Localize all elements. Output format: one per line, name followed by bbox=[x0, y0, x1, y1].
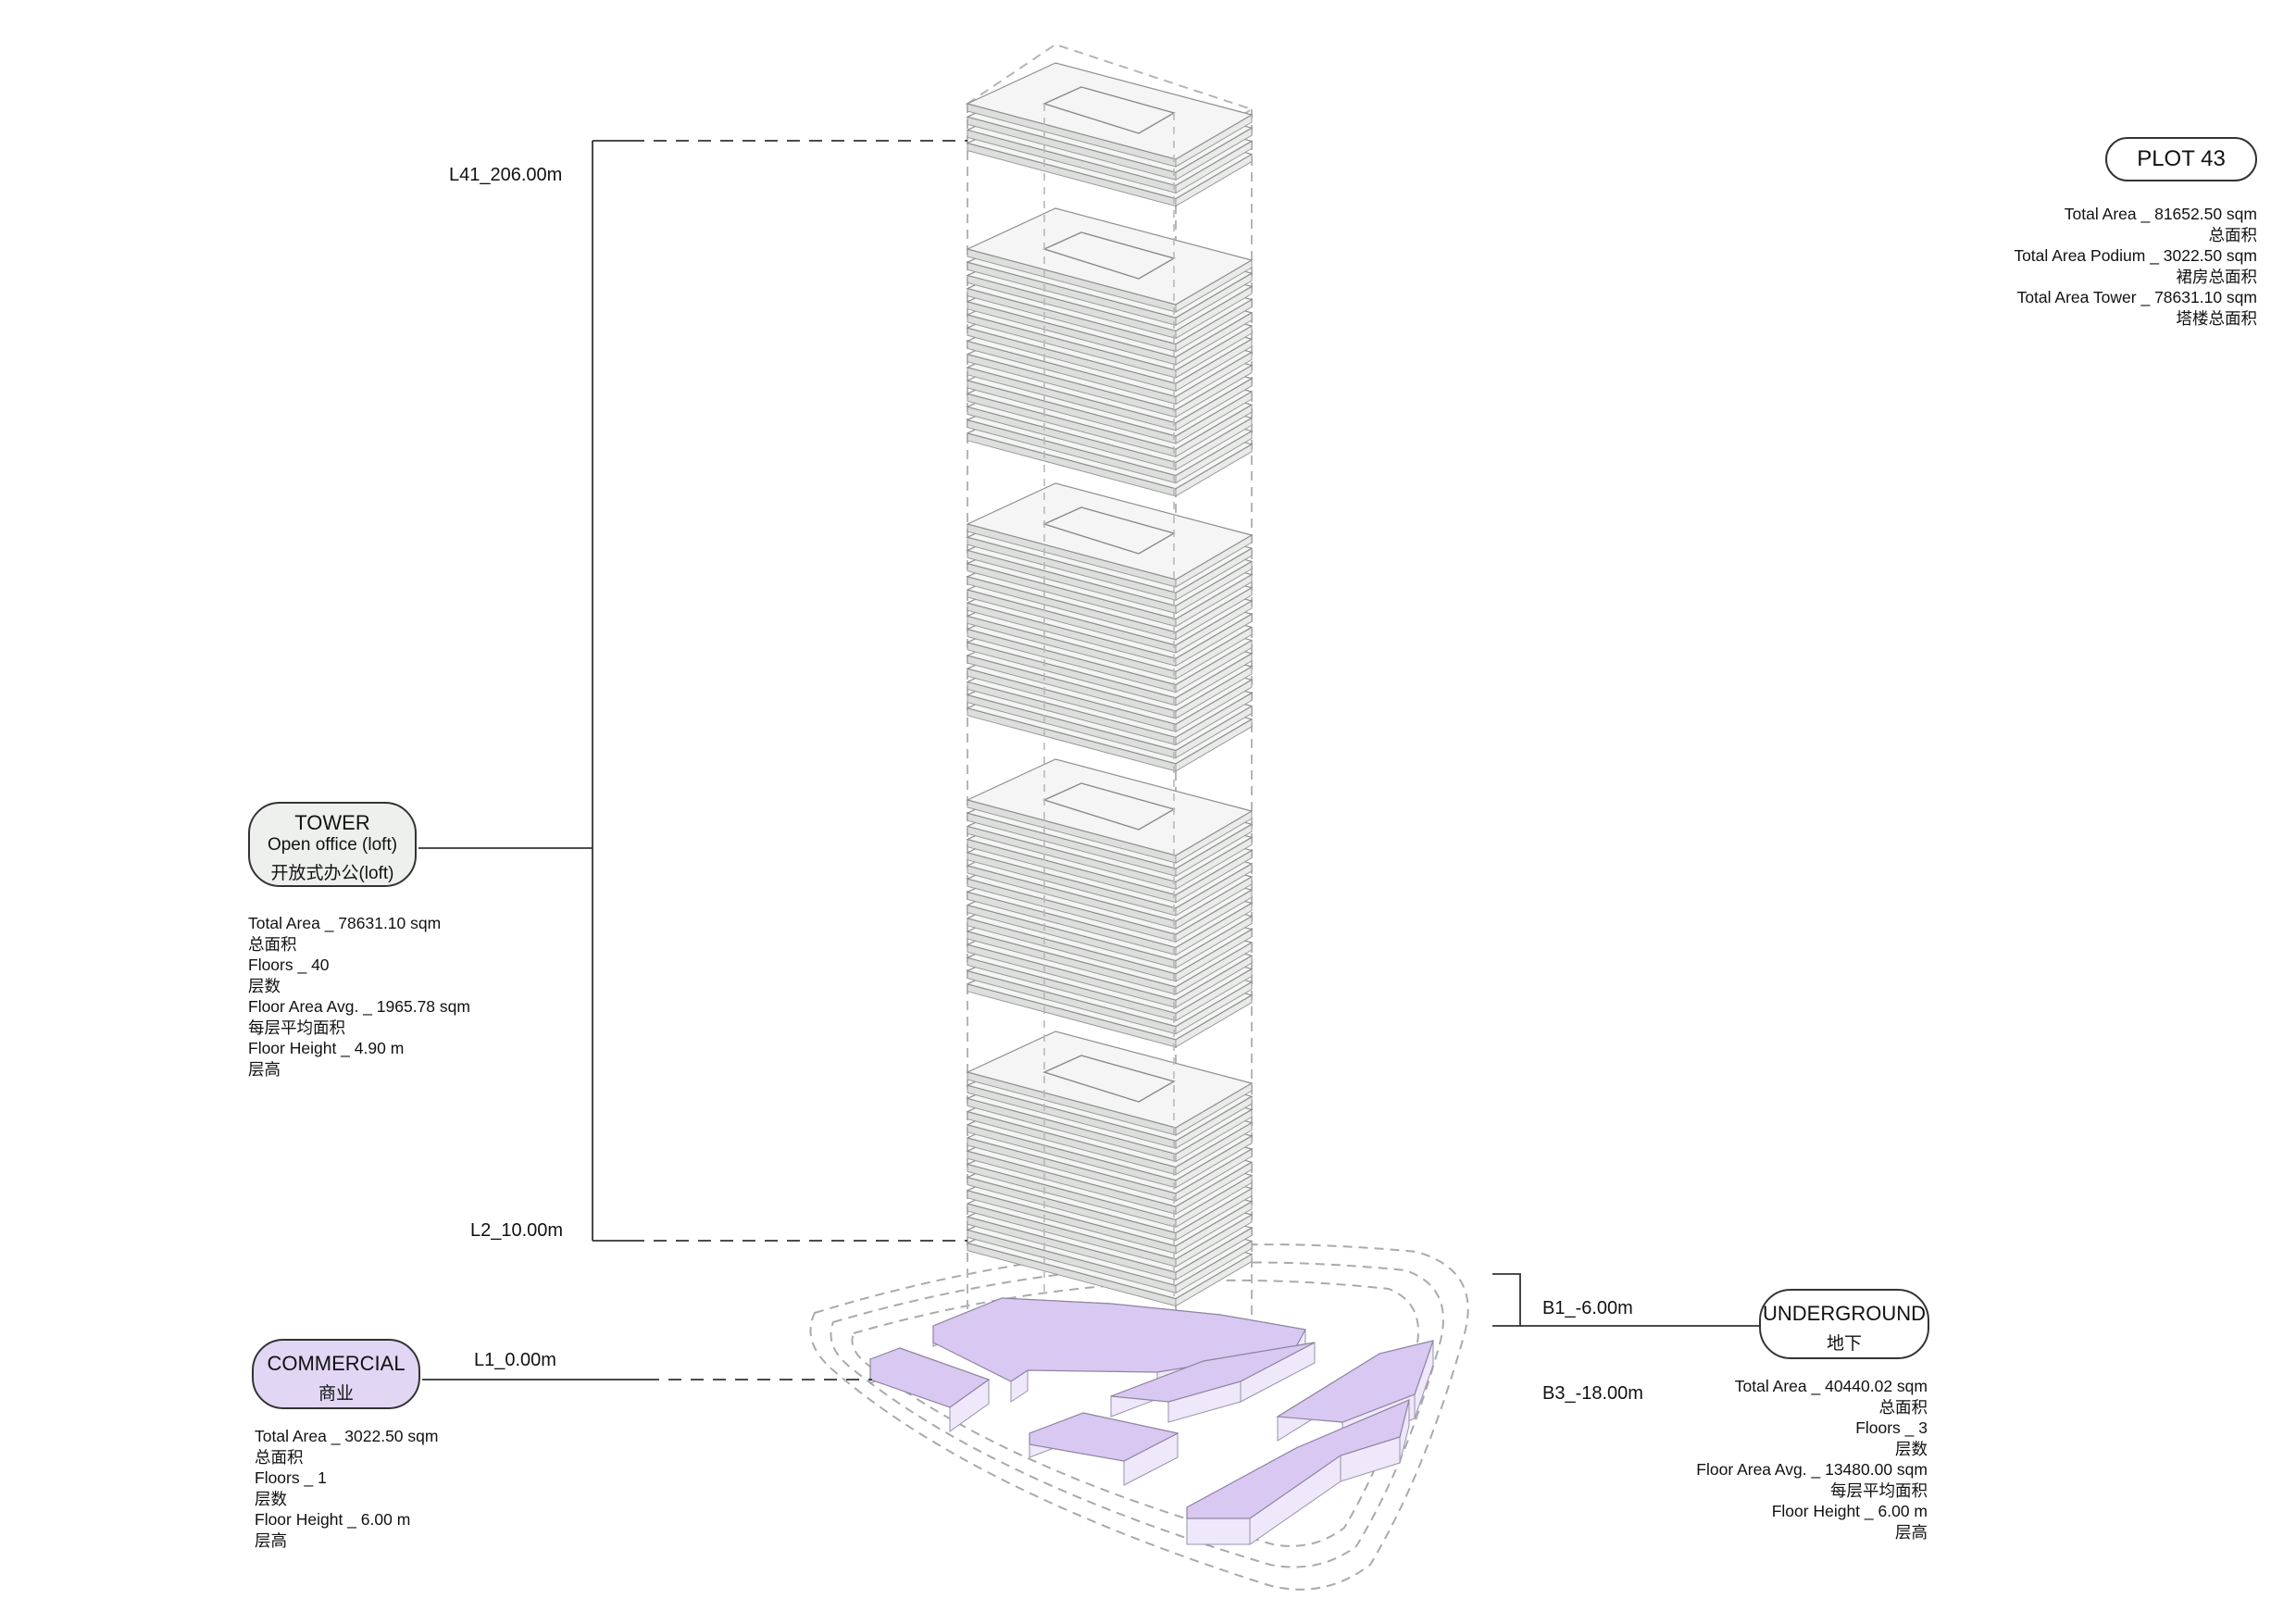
floor-group bbox=[966, 482, 1254, 772]
podium-roof bbox=[869, 1347, 991, 1408]
level-b3: B3_-18.00m bbox=[1542, 1383, 1643, 1404]
podium-block-center bbox=[1110, 1342, 1316, 1423]
underground-subtitle-zh: 地下 bbox=[1826, 1334, 1862, 1354]
plot-total-area: Total Area _ 81652.50 sqm bbox=[2064, 205, 2257, 223]
plot-tower-area: Total Area Tower _ 78631.10 sqm bbox=[2016, 288, 2257, 306]
underground-floor-area-avg: Floor Area Avg. _ 13480.00 sqm bbox=[1696, 1460, 1928, 1479]
tower-badge: TOWER Open office (loft) 开放式办公(loft) bbox=[248, 802, 417, 887]
floor-slab bbox=[966, 62, 1254, 160]
tower-floor-height: Floor Height _ 4.90 m bbox=[248, 1039, 405, 1057]
podium-roof bbox=[1186, 1398, 1410, 1519]
commercial-floor-height: Floor Height _ 6.00 m bbox=[255, 1510, 411, 1529]
tower-total-area-zh: 总面积 bbox=[248, 934, 297, 954]
plot-total-area-zh: 总面积 bbox=[2208, 225, 2258, 244]
plot-podium-area-zh: 裙房总面积 bbox=[2176, 267, 2258, 286]
floor-slab bbox=[966, 207, 1254, 306]
tower-stats: Total Area _ 78631.10 sqm 总面积 Floors _ 4… bbox=[248, 913, 470, 1080]
plot-podium-area: Total Area Podium _ 3022.50 sqm bbox=[2014, 246, 2257, 265]
underground-floor-height: Floor Height _ 6.00 m bbox=[1771, 1502, 1928, 1520]
floor-group bbox=[966, 62, 1254, 207]
floor-group bbox=[966, 758, 1254, 1048]
podium-roof bbox=[1029, 1412, 1179, 1462]
floor-slab bbox=[966, 758, 1254, 856]
leader-lines bbox=[418, 140, 1759, 1380]
commercial-floors: Floors _ 1 bbox=[255, 1468, 327, 1487]
commercial-floor-height-zh: 层高 bbox=[255, 1530, 287, 1550]
underground-title: UNDERGROUND bbox=[1763, 1302, 1926, 1325]
tower-total-area: Total Area _ 78631.10 sqm bbox=[248, 914, 442, 932]
podium-side bbox=[1186, 1518, 1251, 1545]
plot-stats: Total Area _ 81652.50 sqm 总面积 Total Area… bbox=[2014, 204, 2257, 329]
podium-block-south bbox=[1029, 1412, 1179, 1486]
underground-floor-height-zh: 层高 bbox=[1895, 1522, 1928, 1542]
underground-floor-area-avg-zh: 每层平均面积 bbox=[1830, 1480, 1928, 1500]
tower-floor-height-zh: 层高 bbox=[248, 1059, 281, 1079]
level-l1: L1_0.00m bbox=[474, 1350, 556, 1370]
commercial-total-area-zh: 总面积 bbox=[255, 1447, 304, 1467]
core-lines bbox=[1043, 104, 1175, 1296]
underground-total-area-zh: 总面积 bbox=[1878, 1397, 1928, 1417]
core-outline bbox=[1042, 1055, 1176, 1103]
commercial-total-area: Total Area _ 3022.50 sqm bbox=[255, 1427, 439, 1445]
tower-massing bbox=[965, 43, 1254, 1324]
tower-subtitle-zh: 开放式办公(loft) bbox=[270, 864, 394, 883]
tower-subtitle: Open office (loft) bbox=[267, 835, 398, 855]
floor-group bbox=[966, 207, 1254, 497]
commercial-subtitle-zh: 商业 bbox=[318, 1384, 354, 1404]
podium-roof bbox=[1276, 1340, 1434, 1423]
tower-floor-area-avg-zh: 每层平均面积 bbox=[248, 1018, 345, 1037]
underground-total-area: Total Area _ 40440.02 sqm bbox=[1734, 1377, 1928, 1395]
plot-title: PLOT 43 bbox=[2137, 146, 2226, 171]
podium-massing bbox=[869, 1297, 1434, 1545]
floor-slab bbox=[966, 482, 1254, 581]
tower-floor-area-avg: Floor Area Avg. _ 1965.78 sqm bbox=[248, 997, 470, 1016]
plot-title-badge: PLOT 43 bbox=[2105, 137, 2257, 181]
commercial-badge: COMMERCIAL 商业 bbox=[252, 1339, 420, 1409]
underground-floors-zh: 层数 bbox=[1895, 1439, 1928, 1458]
plot-tower-area-zh: 塔楼总面积 bbox=[2176, 308, 2258, 328]
underground-bracket bbox=[1492, 1273, 1521, 1327]
floor-group bbox=[966, 1031, 1254, 1307]
level-top: L41_206.00m bbox=[449, 165, 563, 185]
level-l2: L2_10.00m bbox=[470, 1220, 564, 1241]
underground-badge: UNDERGROUND 地下 bbox=[1759, 1289, 1929, 1359]
tower-title: TOWER bbox=[294, 811, 370, 834]
commercial-title: COMMERCIAL bbox=[267, 1352, 406, 1375]
podium-roof bbox=[1110, 1342, 1316, 1403]
floor-slab bbox=[966, 1031, 1254, 1129]
podium-block-southeast bbox=[1186, 1398, 1410, 1545]
podium-block-west bbox=[869, 1347, 991, 1432]
tower-floors-zh: 层数 bbox=[248, 976, 281, 995]
underground-floors: Floors _ 3 bbox=[1855, 1418, 1928, 1437]
underground-stats: Total Area _ 40440.02 sqm 总面积 Floors _ 3… bbox=[1696, 1376, 1928, 1543]
level-b1: B1_-6.00m bbox=[1542, 1298, 1633, 1318]
commercial-stats: Total Area _ 3022.50 sqm 总面积 Floors _ 1 … bbox=[255, 1426, 438, 1551]
tower-floors: Floors _ 40 bbox=[248, 956, 330, 974]
commercial-floors-zh: 层数 bbox=[255, 1489, 287, 1508]
